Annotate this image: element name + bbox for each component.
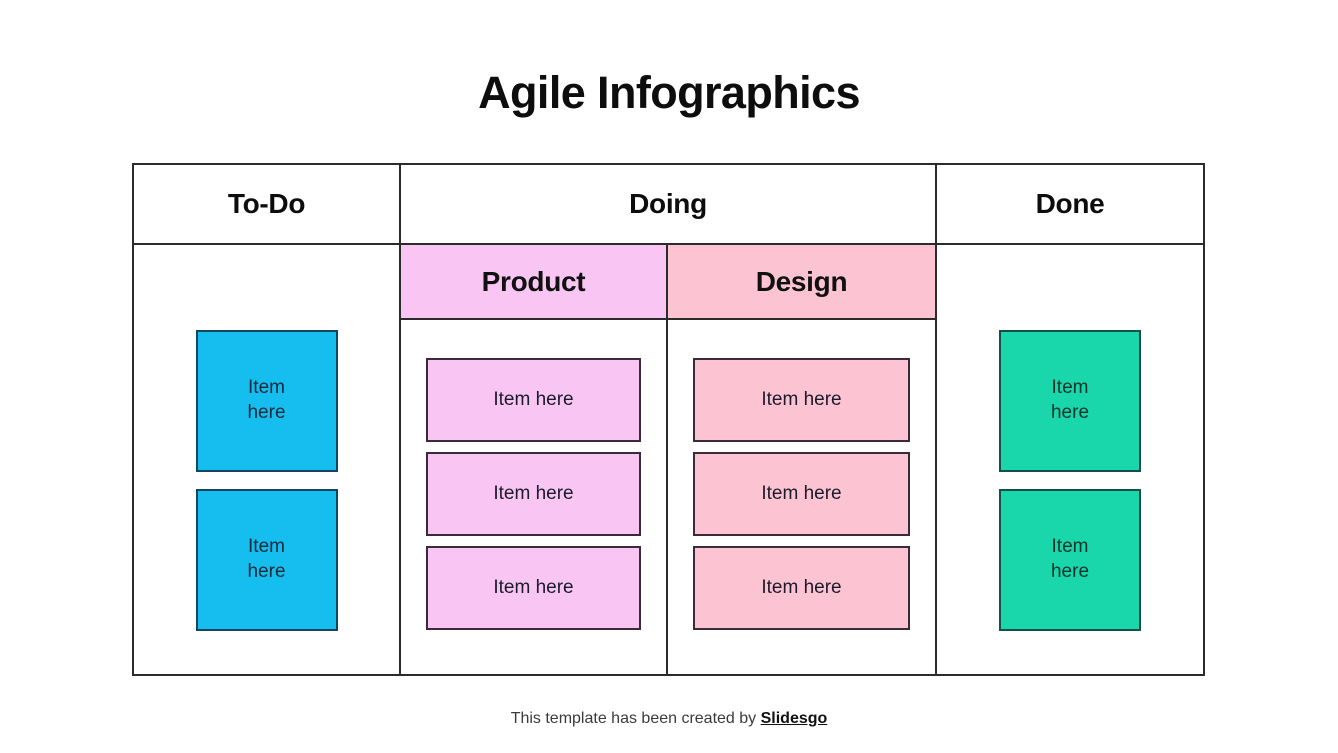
card-design-1[interactable]: Item here [693,358,910,442]
card-done-1-line2: here [1050,402,1090,423]
board-body-row: Item here Item here Product Item here [134,245,1203,674]
card-todo-2[interactable]: Item here [195,489,338,631]
subcolumn-design: Design Item here Item here Item here [668,245,935,674]
card-done-1-line1: Item [1051,377,1089,399]
card-design-2[interactable]: Item here [693,452,910,536]
card-product-1[interactable]: Item here [426,358,641,442]
card-done-1[interactable]: Item here [999,330,1141,472]
footer-text: This template has been created by [510,710,761,727]
board-header-row: To-Do Doing Done [134,165,1203,245]
card-done-2-line1: Item [1051,536,1089,558]
card-product-3[interactable]: Item here [426,546,641,630]
card-stack-done: Item here Item here [937,245,1203,648]
column-header-todo[interactable]: To-Do [134,165,401,243]
page-title: Agile Infographics [478,67,860,118]
card-done-2-line2: here [1050,561,1090,582]
footer-attribution: This template has been created by Slides… [0,710,1338,728]
card-stack-todo: Item here Item here [134,245,399,648]
column-body-done: Item here Item here [937,245,1203,674]
column-body-doing: Product Item here Item here Item here De… [401,245,937,674]
card-stack-product: Item here Item here Item here [401,320,666,630]
card-todo-1-line2: here [247,402,286,423]
subcolumn-header-design[interactable]: Design [668,245,935,320]
card-todo-2-line1: Item [248,536,285,558]
card-stack-design: Item here Item here Item here [668,320,935,630]
slidesgo-link[interactable]: Slidesgo [760,710,828,727]
card-design-3[interactable]: Item here [693,546,910,630]
subcolumn-product: Product Item here Item here Item here [401,245,668,674]
card-done-2[interactable]: Item here [999,489,1141,631]
subcolumn-header-product[interactable]: Product [401,245,666,320]
column-header-done[interactable]: Done [1035,188,1105,219]
card-product-2[interactable]: Item here [426,452,641,536]
kanban-board: To-Do Doing Done Item here Item here [132,163,1205,676]
card-todo-2-line2: here [247,561,286,582]
column-body-todo: Item here Item here [134,245,401,674]
card-todo-1-line1: Item [248,377,285,399]
card-todo-1[interactable]: Item here [195,330,338,472]
column-header-doing[interactable]: Doing [401,165,937,243]
